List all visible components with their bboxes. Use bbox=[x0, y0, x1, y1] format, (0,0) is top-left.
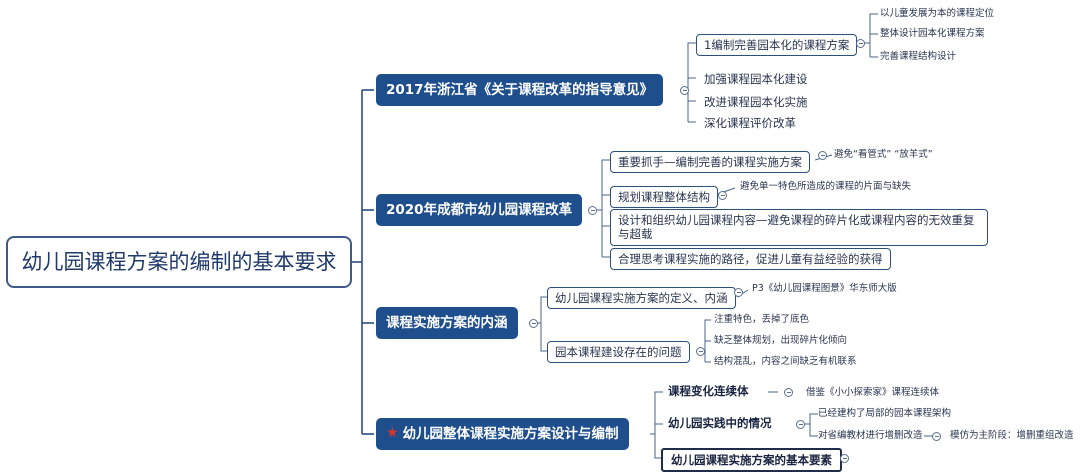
leaf-structure-design[interactable]: 完善课程结构设计 bbox=[880, 51, 957, 62]
branch-overall-design[interactable]: ★ 幼儿园整体课程实施方案设计与编制 bbox=[376, 418, 629, 450]
node-implementation-path[interactable]: 合理思考课程实施的路径，促进儿童有益经验的获得 bbox=[610, 248, 891, 271]
central-topic[interactable]: 幼儿园课程方案的编制的基本要求 bbox=[6, 236, 352, 288]
star-icon: ★ bbox=[386, 425, 399, 442]
collapse-toggle-icon[interactable] bbox=[588, 206, 597, 215]
node-design-content[interactable]: 设计和组织幼儿园课程内容—避免课程的碎片化或课程内容的无效重复与超载 bbox=[610, 209, 988, 246]
node-basic-elements[interactable]: 幼儿园课程实施方案的基本要素 bbox=[661, 448, 842, 473]
leaf-local-architecture[interactable]: 已经建构了局部的园本课程架构 bbox=[818, 408, 952, 419]
collapse-toggle-icon[interactable] bbox=[734, 288, 743, 297]
leaf-avoid-single-feature[interactable]: 避免单一特色所造成的课程的片面与缺失 bbox=[740, 181, 912, 192]
collapse-toggle-icon[interactable] bbox=[529, 319, 538, 328]
collapse-toggle-icon[interactable] bbox=[796, 420, 805, 429]
leaf-reference-book[interactable]: P3《幼儿园课程图景》华东师大版 bbox=[752, 283, 897, 294]
collapse-toggle-icon[interactable] bbox=[696, 347, 705, 356]
node-course-plan-completion[interactable]: 1编制完善园本化的课程方案 bbox=[696, 34, 858, 57]
collapse-toggle-icon[interactable] bbox=[784, 388, 793, 397]
leaf-avoid-styles[interactable]: 避免“看管式” “放羊式” bbox=[834, 149, 933, 160]
node-improve-implementation[interactable]: 改进课程园本化实施 bbox=[704, 95, 808, 109]
node-plan-overall-structure[interactable]: 规划课程整体结构 bbox=[610, 186, 718, 209]
leaf-overall-design[interactable]: 整体设计园本化课程方案 bbox=[880, 28, 985, 39]
collapse-toggle-icon[interactable] bbox=[932, 432, 941, 441]
branch-overall-design-label: 幼儿园整体课程实施方案设计与编制 bbox=[402, 425, 619, 442]
branch-zhejiang-2017[interactable]: 2017年浙江省《关于课程改革的指导意见》 bbox=[376, 74, 664, 106]
leaf-problem-structure[interactable]: 结构混乱，内容之间缺乏有机联系 bbox=[714, 356, 857, 367]
node-deepen-evaluation[interactable]: 深化课程评价改革 bbox=[704, 116, 796, 130]
collapse-toggle-icon[interactable] bbox=[818, 151, 827, 160]
leaf-problem-feature[interactable]: 注重特色，丢掉了底色 bbox=[714, 314, 810, 325]
leaf-child-development-positioning[interactable]: 以儿童发展为本的课程定位 bbox=[880, 8, 995, 19]
branch-chengdu-2020[interactable]: 2020年成都市幼儿园课程改革 bbox=[376, 194, 583, 226]
branch-connotation[interactable]: 课程实施方案的内涵 bbox=[376, 307, 518, 339]
node-existing-problems[interactable]: 园本课程建设存在的问题 bbox=[547, 341, 690, 364]
collapse-toggle-icon[interactable] bbox=[856, 39, 865, 48]
leaf-imitation-stage[interactable]: 模仿为主阶段：增删重组改造 bbox=[950, 430, 1074, 441]
node-definition-connotation[interactable]: 幼儿园课程实施方案的定义、内涵 bbox=[547, 287, 736, 310]
leaf-continuum-reference[interactable]: 借鉴《小小探索家》课程连续体 bbox=[806, 387, 940, 398]
node-strengthen-construction[interactable]: 加强课程园本化建设 bbox=[704, 72, 808, 86]
collapse-toggle-icon[interactable] bbox=[840, 454, 849, 463]
node-practice-situation[interactable]: 幼儿园实践中的情况 bbox=[668, 416, 772, 430]
collapse-toggle-icon[interactable] bbox=[718, 191, 727, 200]
leaf-problem-planning[interactable]: 缺乏整体规划，出现碎片化倾向 bbox=[714, 335, 848, 346]
collapse-toggle-icon[interactable] bbox=[680, 86, 689, 95]
leaf-textbook-modification[interactable]: 对省编教材进行增删改造 bbox=[818, 430, 923, 441]
node-important-lever[interactable]: 重要抓手—编制完善的课程实施方案 bbox=[610, 151, 810, 174]
node-continuum[interactable]: 课程变化连续体 bbox=[668, 384, 749, 398]
